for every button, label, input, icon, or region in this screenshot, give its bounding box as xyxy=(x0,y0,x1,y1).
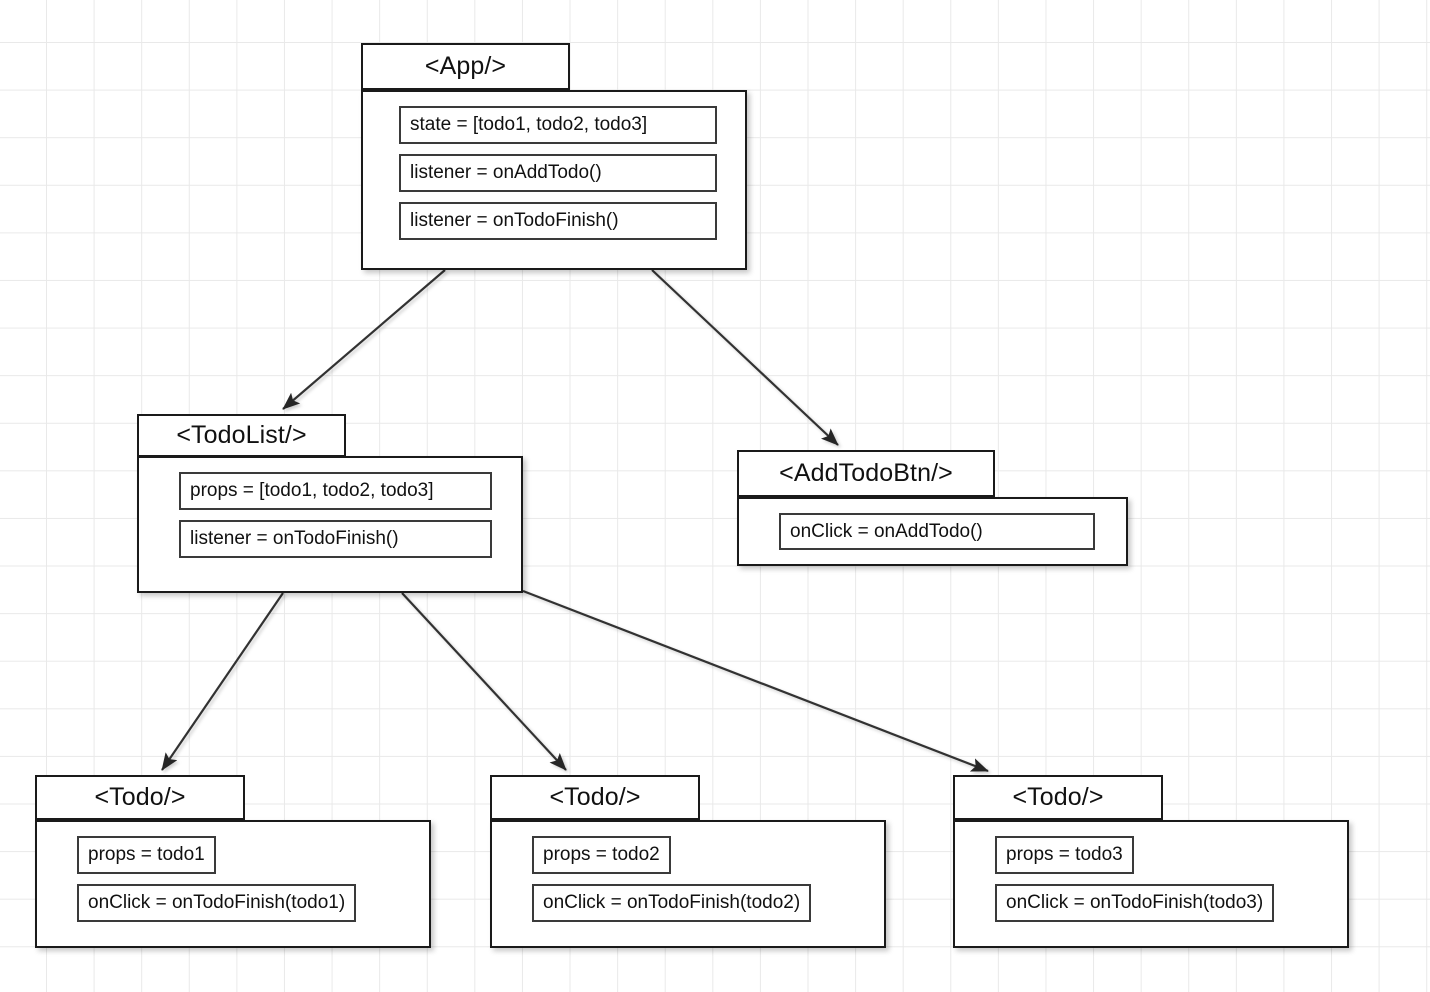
component-header-todo3[interactable]: <Todo/> xyxy=(953,775,1163,820)
component-header-app[interactable]: <App/> xyxy=(361,43,570,90)
component-body-todo3: props = todo3 onClick = onTodoFinish(todo… xyxy=(953,820,1349,948)
component-header-addtodobtn[interactable]: <AddTodoBtn/> xyxy=(737,450,995,497)
edge-todolist-to-todo2 xyxy=(401,592,567,771)
component-label: <AddTodoBtn/> xyxy=(779,459,953,487)
attribute-box: listener = onTodoFinish() xyxy=(179,520,492,558)
edge-todolist-to-todo1 xyxy=(161,592,284,771)
component-body-todo2: props = todo2 onClick = onTodoFinish(todo… xyxy=(490,820,886,948)
attribute-box: onClick = onAddTodo() xyxy=(779,513,1095,550)
component-header-todo2[interactable]: <Todo/> xyxy=(490,775,700,820)
component-header-todo1[interactable]: <Todo/> xyxy=(35,775,245,820)
component-body-todo1: props = todo1 onClick = onTodoFinish(todo… xyxy=(35,820,431,948)
component-label: <Todo/> xyxy=(94,783,186,811)
attribute-box: props = todo2 xyxy=(532,836,671,874)
edge-app-to-todolist xyxy=(282,269,446,410)
component-body-todolist: props = [todo1, todo2, todo3] listener = … xyxy=(137,456,523,593)
component-body-app: state = [todo1, todo2, todo3] listener = … xyxy=(361,90,747,270)
attribute-box: state = [todo1, todo2, todo3] xyxy=(399,106,717,144)
component-label: <Todo/> xyxy=(549,783,641,811)
component-label: <TodoList/> xyxy=(176,421,307,449)
attribute-box: onClick = onTodoFinish(todo2) xyxy=(532,884,812,922)
attribute-box: onClick = onTodoFinish(todo3) xyxy=(995,884,1275,922)
component-label: <Todo/> xyxy=(1012,783,1104,811)
edge-app-to-addtodobtn xyxy=(651,269,839,446)
component-header-todolist[interactable]: <TodoList/> xyxy=(137,414,346,457)
attribute-box: listener = onAddTodo() xyxy=(399,154,717,192)
component-label: <App/> xyxy=(424,52,507,80)
attribute-box: props = todo1 xyxy=(77,836,216,874)
component-body-addtodobtn: onClick = onAddTodo() xyxy=(737,497,1128,566)
attribute-box: props = todo3 xyxy=(995,836,1134,874)
attribute-box: listener = onTodoFinish() xyxy=(399,202,717,240)
edge-todolist-to-todo3 xyxy=(522,589,989,773)
attribute-box: onClick = onTodoFinish(todo1) xyxy=(77,884,357,922)
attribute-box: props = [todo1, todo2, todo3] xyxy=(179,472,492,510)
